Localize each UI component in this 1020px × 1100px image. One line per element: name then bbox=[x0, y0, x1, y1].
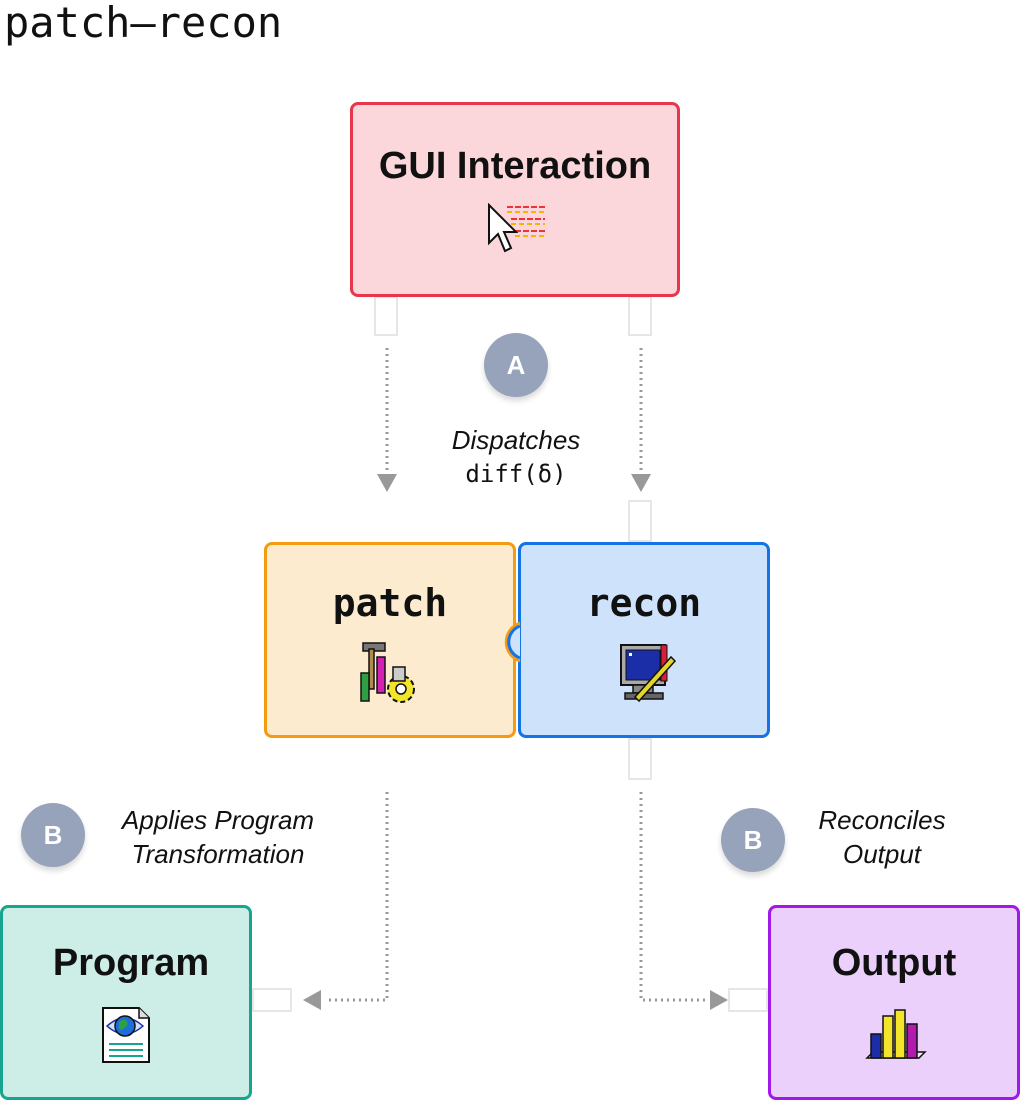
dispatches-text: Dispatches bbox=[451, 425, 581, 455]
applies-line1: Applies Program bbox=[121, 805, 315, 835]
program-node: Program bbox=[0, 905, 252, 1100]
arrowhead-recon bbox=[631, 474, 651, 492]
gui-interaction-label: GUI Interaction bbox=[378, 145, 652, 187]
mouse-cursor-icon bbox=[488, 203, 545, 253]
arrowhead-patch bbox=[377, 474, 397, 492]
web-document-icon bbox=[102, 1007, 150, 1063]
gui-interaction-node: GUI Interaction bbox=[350, 102, 680, 297]
arrowhead-output bbox=[710, 990, 728, 1010]
bar-chart-icon bbox=[865, 1009, 927, 1059]
applies-line2: Transformation bbox=[131, 839, 305, 869]
reconciles-line2: Output bbox=[842, 839, 922, 869]
patch-label: patch bbox=[332, 581, 448, 625]
recon-node: recon bbox=[518, 542, 770, 738]
recon-port-top bbox=[628, 500, 652, 542]
reconciles-label: Reconciles Output bbox=[792, 803, 972, 871]
dispatches-label: Dispatches diff(δ) bbox=[416, 423, 616, 491]
dispatches-code: diff(δ) bbox=[465, 460, 567, 488]
tools-gear-icon bbox=[360, 642, 415, 703]
patch-node: patch bbox=[264, 542, 516, 738]
output-label: Output bbox=[831, 942, 957, 984]
recon-port-bottom bbox=[628, 738, 652, 780]
puzzle-connector bbox=[504, 621, 521, 663]
reconciles-line1: Reconciles bbox=[818, 805, 946, 835]
computer-ruler-icon bbox=[620, 644, 677, 703]
output-port bbox=[728, 988, 768, 1012]
arrowhead-program bbox=[303, 990, 321, 1010]
applies-label: Applies Program Transformation bbox=[98, 803, 338, 871]
diagram-title: patch–recon bbox=[4, 0, 283, 47]
output-node: Output bbox=[768, 905, 1020, 1100]
gui-port-left bbox=[374, 296, 398, 336]
gui-port-right bbox=[628, 296, 652, 336]
badge-b-right: B bbox=[721, 808, 785, 872]
badge-a: A bbox=[484, 333, 548, 397]
connector-recon-to-output bbox=[639, 792, 708, 1002]
badge-b-left: B bbox=[21, 803, 85, 867]
recon-label: recon bbox=[586, 581, 702, 625]
program-port bbox=[252, 988, 292, 1012]
program-label: Program bbox=[52, 942, 210, 984]
